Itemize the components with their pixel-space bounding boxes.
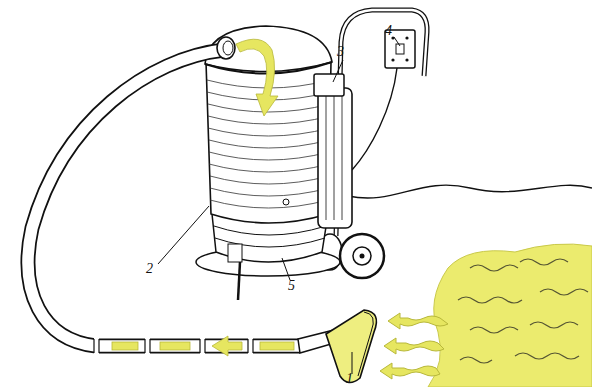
leader-lines — [158, 37, 400, 374]
liquid-pool — [428, 244, 592, 387]
flow-dash — [260, 342, 294, 350]
rib-line — [210, 200, 328, 208]
break-edge — [247, 339, 248, 353]
wheel-hub — [353, 247, 371, 265]
break-edge — [199, 339, 200, 353]
switch-cable — [352, 68, 397, 170]
suction-arrows — [380, 313, 448, 379]
hose-break — [94, 336, 99, 356]
rib-line — [210, 176, 329, 184]
break-edge — [252, 339, 253, 353]
wave-line — [540, 289, 588, 295]
hose-break — [248, 336, 253, 356]
wave-line — [470, 327, 518, 333]
flow-dash — [112, 342, 138, 350]
rib-line — [208, 116, 330, 124]
leader-line — [282, 258, 290, 280]
break-edge — [204, 339, 205, 353]
leader-line — [394, 37, 400, 46]
callout-number: 5 — [288, 279, 295, 293]
nozzle-mouth — [358, 312, 373, 376]
flow-arrow — [384, 338, 444, 354]
power-cord — [348, 185, 592, 198]
hose-break — [200, 336, 205, 356]
callout-number: 4 — [385, 24, 392, 38]
wave-line — [460, 357, 492, 363]
switch-screw — [405, 36, 408, 39]
hose-inlet-ring — [223, 41, 233, 55]
leader-line — [158, 206, 209, 264]
rib-line — [209, 152, 329, 160]
rib-line — [210, 188, 329, 196]
wave-line — [470, 265, 518, 271]
motor-terminal-box — [314, 74, 344, 96]
liquid-waves — [458, 259, 588, 363]
callout-number: 3 — [337, 45, 344, 59]
front-wheel — [340, 234, 384, 278]
leader-line — [352, 352, 353, 374]
callout-number: 1 — [346, 372, 353, 386]
rib-line — [209, 140, 329, 148]
wave-line — [520, 259, 568, 265]
inflow-arrow — [236, 39, 278, 116]
break-edge — [149, 339, 150, 353]
motor-housing — [318, 88, 352, 228]
base-latch — [228, 244, 242, 262]
switch-screw — [391, 58, 394, 61]
break-edge — [144, 339, 145, 353]
motor-ribs — [326, 96, 342, 220]
hose-break — [145, 336, 150, 356]
break-edge — [98, 339, 99, 353]
flow-arrow — [212, 336, 242, 356]
hose-breaks — [94, 336, 253, 356]
break-edge — [93, 339, 94, 353]
hose-inlet — [217, 37, 235, 59]
leader-line — [333, 60, 343, 82]
drain-plug — [283, 199, 289, 205]
switch-screw — [405, 58, 408, 61]
rib-line — [209, 164, 329, 172]
flow-dash — [160, 342, 190, 350]
wave-line — [515, 353, 579, 359]
callout-number: 2 — [146, 262, 153, 276]
wheel-axle — [360, 254, 365, 259]
flow-arrow — [380, 363, 440, 379]
flow-arrow — [388, 313, 448, 329]
rib-line — [208, 128, 330, 136]
hose-flow-arrows — [112, 336, 294, 356]
wave-line — [458, 297, 522, 303]
support-leg — [238, 262, 240, 300]
wave-line — [530, 322, 578, 328]
